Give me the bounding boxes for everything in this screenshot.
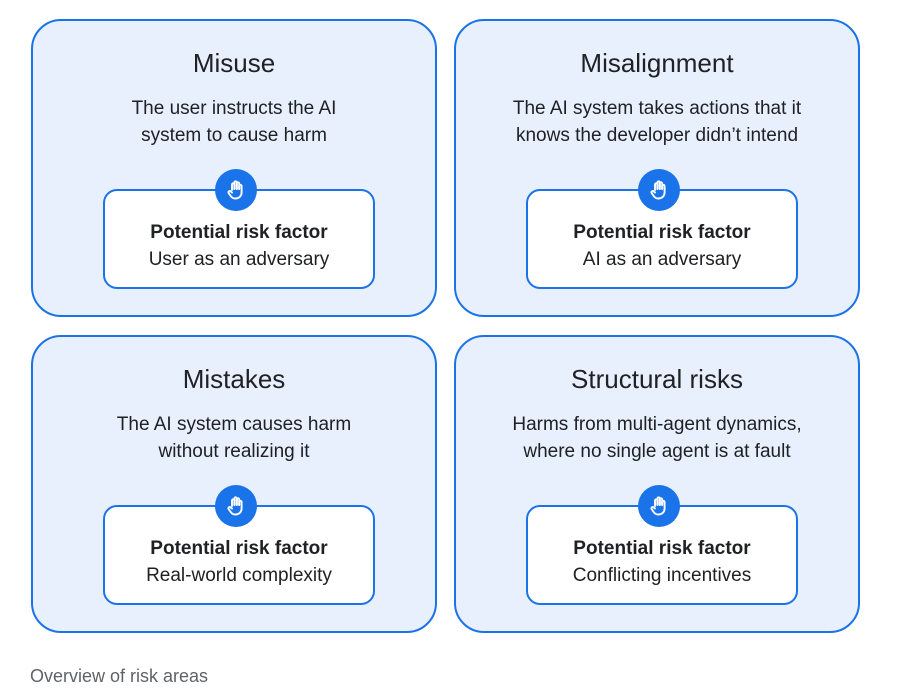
card-title: Mistakes bbox=[182, 364, 286, 394]
card-description: Harms from multi-agent dynamics, where n… bbox=[476, 411, 838, 465]
card-description-line: The AI system causes harm bbox=[116, 414, 352, 435]
risk-factor-value: Real-world complexity bbox=[146, 565, 332, 586]
hand-stop-icon bbox=[215, 169, 257, 211]
risk-factor-value: AI as an adversary bbox=[582, 249, 742, 270]
figure-caption: Overview of risk areas bbox=[30, 666, 209, 686]
card-title: Misalignment bbox=[580, 48, 734, 78]
risk-factor-value: User as an adversary bbox=[148, 249, 330, 270]
card-title: Misuse bbox=[192, 48, 276, 78]
card-title: Structural risks bbox=[571, 364, 743, 394]
card-description: The AI system causes harm without realiz… bbox=[53, 411, 415, 465]
hand-stop-icon bbox=[638, 485, 680, 527]
card-description-line: knows the developer didn’t intend bbox=[515, 125, 799, 146]
risk-factor-heading: Potential risk factor bbox=[150, 222, 328, 243]
hand-stop-icon bbox=[638, 169, 680, 211]
card-description-line: The user instructs the AI bbox=[131, 98, 337, 119]
card-description-line: The AI system takes actions that it bbox=[512, 98, 802, 119]
card-description: The user instructs the AI system to caus… bbox=[53, 95, 415, 149]
card-description-line: without realizing it bbox=[158, 441, 310, 462]
risk-factor-heading: Potential risk factor bbox=[150, 538, 328, 559]
risk-factor-heading: Potential risk factor bbox=[573, 222, 751, 243]
card-description-line: system to cause harm bbox=[141, 125, 327, 146]
risk-factor-value: Conflicting incentives bbox=[572, 565, 752, 586]
risk-card-mistakes: Mistakes The AI system causes harm witho… bbox=[31, 335, 437, 633]
risk-factor-heading: Potential risk factor bbox=[573, 538, 751, 559]
card-description-line: where no single agent is at fault bbox=[523, 441, 791, 462]
hand-stop-icon bbox=[215, 485, 257, 527]
risk-card-misalignment: Misalignment The AI system takes actions… bbox=[454, 19, 860, 317]
risk-card-misuse: Misuse The user instructs the AI system … bbox=[31, 19, 437, 317]
card-description: The AI system takes actions that it know… bbox=[476, 95, 838, 149]
risk-card-structural-risks: Structural risks Harms from multi-agent … bbox=[454, 335, 860, 633]
card-description-line: Harms from multi-agent dynamics, bbox=[512, 414, 802, 435]
